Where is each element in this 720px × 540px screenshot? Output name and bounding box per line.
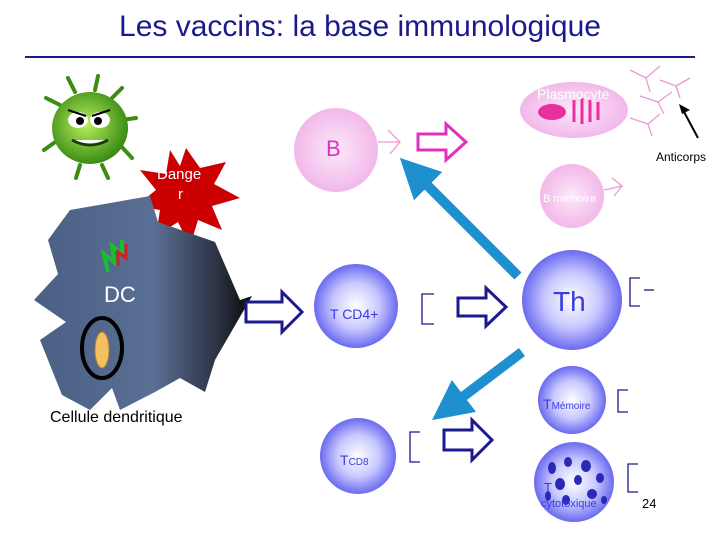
t-cd8-cell bbox=[320, 418, 396, 494]
antigen-squiggle-icon bbox=[100, 240, 124, 273]
arrow-th-to-tcd8 bbox=[432, 348, 526, 421]
arrow-th-to-b bbox=[399, 157, 522, 280]
label-t-cytotoxique-sub: cytotoxique bbox=[541, 498, 597, 510]
plasmocyte-cell bbox=[520, 82, 628, 138]
t-memory-cell bbox=[538, 366, 606, 434]
arrow-b-to-plasmocyte bbox=[416, 120, 469, 164]
label-t-cd8-t: T bbox=[340, 452, 349, 468]
label-t-cytotoxique-t: T bbox=[544, 480, 552, 495]
anticorps-pointer bbox=[682, 109, 699, 139]
label-b-memoire: B mémoire bbox=[543, 193, 597, 205]
label-cellule-dendritique: Cellule dendritique bbox=[50, 409, 183, 426]
label-anticorps: Anticorps bbox=[656, 150, 707, 164]
slide-title: Les vaccins: la base immunologique bbox=[119, 10, 601, 43]
dc-nucleus-ring bbox=[80, 316, 124, 380]
label-t-cd4: T CD4+ bbox=[330, 306, 379, 322]
page-number: 24 bbox=[642, 496, 657, 511]
label-t-memoire: TMémoire bbox=[543, 396, 590, 414]
antibody-icons bbox=[629, 65, 691, 137]
label-th: Th bbox=[553, 286, 586, 317]
t-cytotoxic-cell bbox=[534, 442, 614, 522]
label-danger-line2: r bbox=[178, 186, 183, 203]
title-underline bbox=[25, 56, 695, 58]
arrow-dc-to-tcd4 bbox=[244, 288, 305, 336]
b-memory-cell bbox=[540, 164, 604, 228]
label-t-cd8-sub: CD8 bbox=[348, 457, 369, 468]
dc-nucleus bbox=[94, 331, 110, 369]
label-t-memoire-sub: Mémoire bbox=[551, 401, 591, 412]
th-cell bbox=[522, 250, 622, 350]
label-b-cell: B bbox=[326, 136, 341, 161]
dendritic-cell-shape bbox=[34, 196, 252, 410]
pathogen-icon bbox=[42, 74, 138, 180]
label-dc: DC bbox=[104, 282, 136, 307]
label-plasmocyte: Plasmocyte bbox=[537, 86, 610, 102]
b-cell bbox=[294, 108, 378, 192]
arrow-tcd4-to-th bbox=[456, 284, 509, 330]
arrow-tcd8-to-tcyto bbox=[442, 416, 495, 464]
danger-burst-icon bbox=[136, 148, 240, 246]
label-t-cd8: TCD8 bbox=[340, 452, 369, 470]
label-danger-line1: Dange bbox=[157, 166, 202, 183]
t-cd4-cell bbox=[314, 264, 398, 348]
label-t-memoire-t: T bbox=[543, 396, 552, 412]
